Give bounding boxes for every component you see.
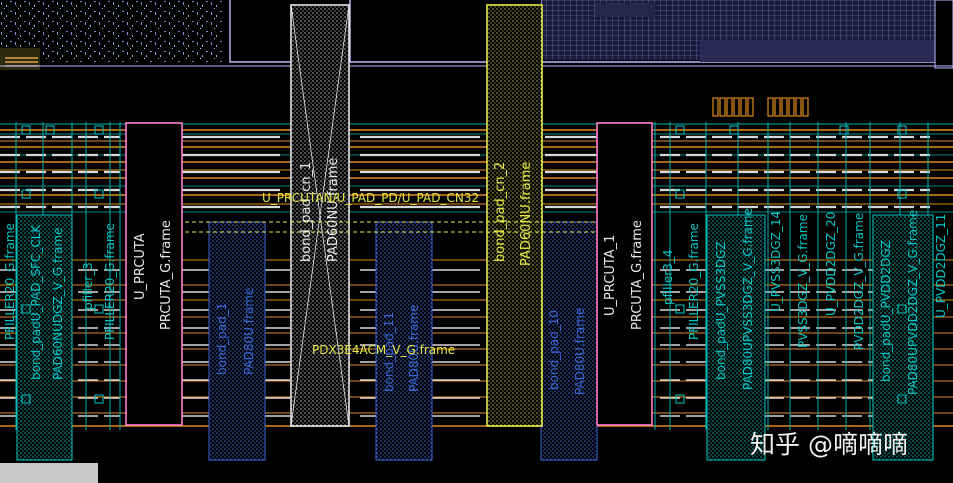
instance-label: PFILLER20_G.frame xyxy=(103,223,117,340)
instance-label: PFILLER20_G.frame xyxy=(3,223,17,340)
instance-label: U_PRCUTAN/U_PAD_PD/U_PAD_CN32 xyxy=(262,191,480,205)
watermark: 知乎 @嘀嘀嘀 xyxy=(750,430,908,459)
instance-label: bond_pad_cn_2 xyxy=(493,161,508,262)
instance-label: PAD80UPVSS3DGZ_V_G.frame xyxy=(741,208,755,390)
instance-label: PDX3E4ACM_V_G.frame xyxy=(312,343,456,357)
instance-label: PAD80U.frame xyxy=(242,287,256,375)
instance-label: U_PVDD2DGZ_20 xyxy=(824,211,838,316)
instance-label: PAD60NUDGZ_V_G.frame xyxy=(51,227,65,380)
instance-label: PFILLER20_G.frame xyxy=(687,223,701,340)
pd-boundary xyxy=(185,221,597,233)
via-markers xyxy=(21,125,907,404)
bond-pad-cn-2-shape xyxy=(486,4,543,427)
instance-label: bond_pad_1 xyxy=(215,302,229,375)
instance-label: bond_pad_10 xyxy=(547,309,561,390)
top-core-region xyxy=(0,0,953,70)
instance-label: PAD60NU.frame xyxy=(326,157,341,262)
pad-bodies-cyan xyxy=(16,214,934,461)
instance-label: U_PVDD2DGZ_11 xyxy=(934,213,948,318)
instance-label: bond_pad_cn_1 xyxy=(299,161,314,262)
instance-label: PAD80U.frame xyxy=(573,307,587,395)
instance-label: bond_padU_PVDD2DGZ xyxy=(879,240,893,382)
instance-label: PRCUTA_G.frame xyxy=(630,220,645,330)
instance-label: U_PRCUTA xyxy=(133,233,148,300)
bond-pad-cn-1-shape xyxy=(290,4,350,427)
instance-label: U_PRCUTA_1 xyxy=(603,234,618,316)
bond-pads-blue xyxy=(208,221,598,461)
instance-label: PAD60NU.frame xyxy=(519,161,534,266)
orange-cell-markers xyxy=(712,97,809,117)
instance-label: PVSS3DGZ_V_G.frame xyxy=(796,214,810,348)
prcuta-frames xyxy=(125,122,653,426)
instance-label: PVDD2DGZ_V_G.frame xyxy=(852,212,866,350)
instance-label: U_PVSS3DGZ_14 xyxy=(769,210,783,312)
instance-label: bond_padU_PVSS3DGZ xyxy=(714,241,728,380)
instance-label: PRCUTA_G.frame xyxy=(159,220,174,330)
instance-label: bond_padU_PAD_SFC_CLK xyxy=(29,224,43,380)
status-strip[interactable] xyxy=(0,463,98,483)
instance-label: pfiller_3 xyxy=(81,262,95,310)
instance-label: PAD80UPVDD2DGZ_V_G.frame xyxy=(906,209,920,395)
instance-label: pfiller3_4 xyxy=(661,249,675,305)
